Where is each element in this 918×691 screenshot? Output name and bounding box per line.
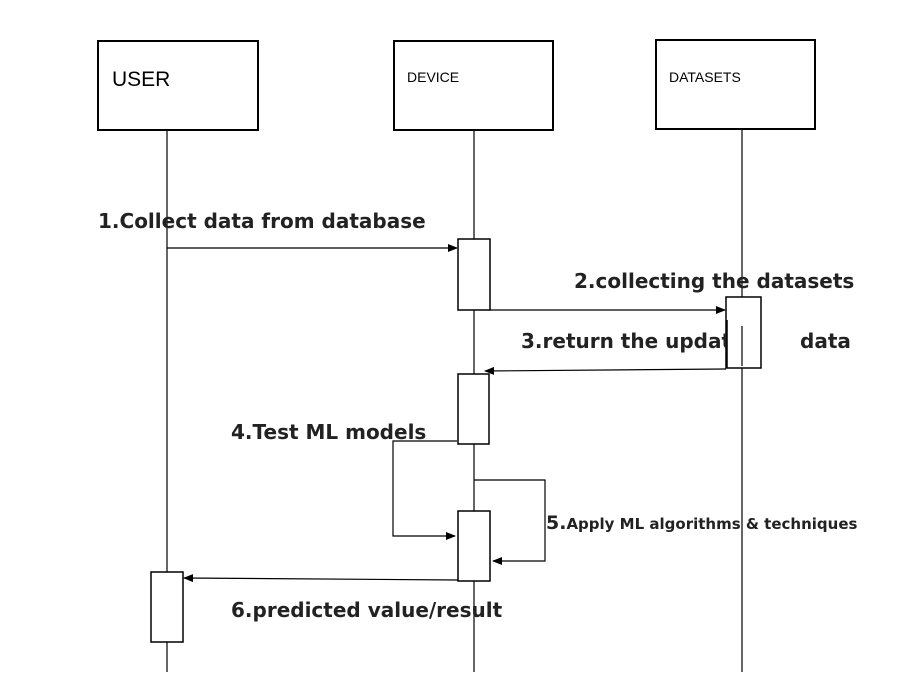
actor-datasets: DATASETS	[655, 39, 816, 130]
message-4-label: 4.Test ML models	[231, 420, 426, 444]
actor-device: DEVICE	[393, 40, 554, 131]
message-5-arrow	[474, 479, 546, 565]
message-3-occlusion	[727, 325, 760, 367]
actor-user: USER	[97, 40, 259, 131]
message-3-arrow	[484, 366, 727, 375]
message-6-arrow	[183, 574, 459, 583]
message-5-number: 5.	[546, 512, 566, 534]
actor-datasets-label: DATASETS	[669, 69, 741, 85]
message-4-arrow	[392, 440, 457, 540]
activation-user-1	[150, 571, 184, 643]
actor-device-label: DEVICE	[407, 69, 459, 85]
message-3-label-start: 3.return the update	[521, 329, 745, 353]
activation-device-1	[457, 238, 491, 311]
message-5-text: Apply ML algorithms & techniques	[566, 515, 857, 533]
message-6-label: 6.predicted value/result	[231, 598, 503, 622]
message-3-label-end: data	[800, 329, 851, 353]
message-2-label: 2.collecting the datasets	[574, 269, 854, 293]
actor-user-label: USER	[112, 68, 170, 91]
activation-device-2	[457, 373, 490, 445]
activation-device-3	[457, 510, 491, 582]
message-5-label: 5.Apply ML algorithms & techniques	[546, 512, 857, 534]
message-1-label: 1.Collect data from database	[98, 209, 426, 233]
